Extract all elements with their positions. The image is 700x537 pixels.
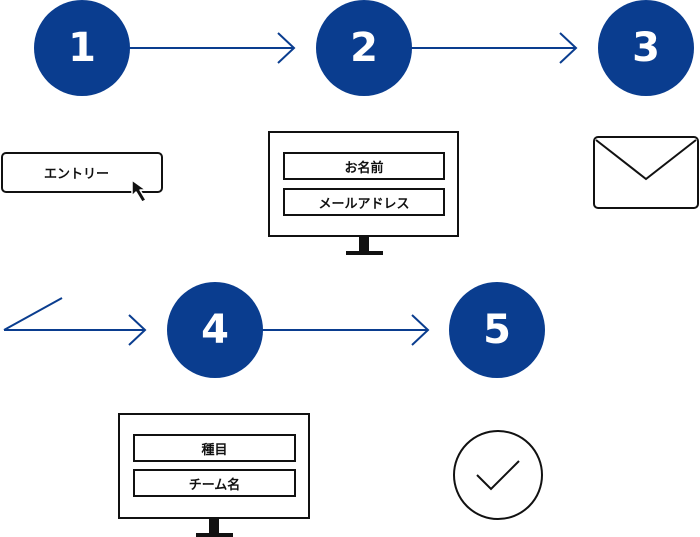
step-1-circle: 1 bbox=[34, 0, 130, 96]
team-name-field: チーム名 bbox=[133, 469, 296, 497]
check-circle-icon bbox=[453, 430, 543, 520]
step-2-circle: 2 bbox=[316, 0, 412, 96]
monitor-form-step4 bbox=[118, 413, 310, 519]
step-3-circle: 3 bbox=[598, 0, 694, 96]
monitor-base bbox=[346, 251, 383, 255]
step-4-circle: 4 bbox=[167, 282, 263, 378]
step-5-circle: 5 bbox=[449, 282, 545, 378]
event-field: 種目 bbox=[133, 434, 296, 462]
email-field: メールアドレス bbox=[283, 188, 445, 216]
envelope-icon bbox=[593, 136, 699, 209]
cursor-arrow-icon bbox=[131, 179, 147, 203]
monitor-base bbox=[196, 533, 233, 537]
arrow-wrap-head bbox=[128, 314, 147, 346]
monitor-neck bbox=[359, 237, 369, 251]
arrow-1-2-head bbox=[277, 32, 296, 64]
monitor-neck bbox=[209, 519, 219, 533]
name-field: お名前 bbox=[283, 152, 445, 180]
monitor-form-step2 bbox=[268, 131, 459, 237]
arrow-4-5-head bbox=[411, 314, 430, 346]
arrow-2-3-head bbox=[559, 32, 578, 64]
arrow-wrap-diagonal bbox=[3, 297, 63, 331]
